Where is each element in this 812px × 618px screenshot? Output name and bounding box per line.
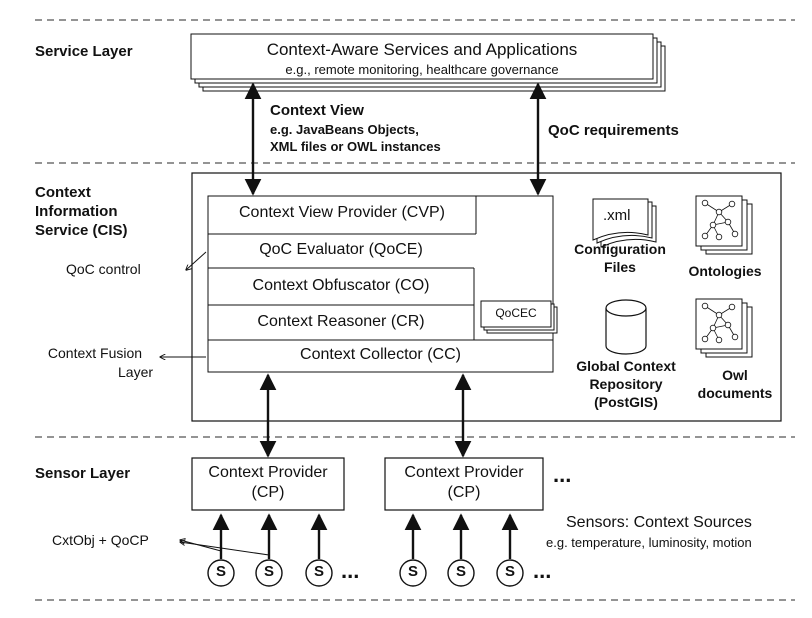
owl-documents-label-line2: documents — [697, 385, 773, 401]
context-fusion-label-line2: Layer — [118, 364, 154, 380]
owl-documents-label-line1: Owl — [722, 367, 748, 383]
service-layer-label: Service Layer — [35, 43, 133, 60]
configuration-files-icon — [592, 198, 657, 248]
configuration-files-label-line2: Files — [604, 259, 636, 275]
sensor-icon — [447, 559, 475, 587]
configuration-files-label-line1: Configuration — [574, 241, 666, 257]
services-subtitle: e.g., remote monitoring, healthcare gove… — [285, 62, 559, 77]
cr-label: Context Reasoner (CR) — [257, 313, 425, 330]
qocec-stack — [480, 300, 558, 334]
cc-label: Context Collector (CC) — [300, 346, 461, 363]
repository-label-line1: Global Context — [576, 358, 676, 374]
owl-documents-icon — [695, 298, 753, 358]
qoc-control-label: QoC control — [66, 261, 141, 277]
cis-layer-label-line3: Service (CIS) — [35, 222, 128, 239]
context-provider-2-line1: Context Provider — [404, 464, 524, 481]
sensor-glyph: S — [215, 563, 226, 580]
context-view-line2: e.g. JavaBeans Objects, — [270, 122, 419, 137]
sensors-ellipsis-2: ... — [533, 558, 552, 583]
sensor-glyph: S — [455, 563, 466, 580]
cis-component-stack — [207, 195, 554, 373]
sensor-glyph: S — [313, 563, 324, 580]
database-icon — [605, 299, 647, 355]
cis-layer-label-line1: Context — [35, 184, 91, 201]
repository-label-line2: Repository — [589, 376, 663, 392]
arrow-cxtobj-2 — [180, 542, 270, 556]
context-provider-2-line2: (CP) — [447, 484, 481, 501]
sensors-subtitle: e.g. temperature, luminosity, motion — [546, 535, 752, 550]
services-stack — [190, 33, 666, 92]
context-provider-1-line2: (CP) — [251, 484, 285, 501]
sensor-icon — [207, 559, 235, 587]
context-provider-box-1 — [191, 457, 345, 511]
cis-layer-label-line2: Information — [35, 203, 118, 220]
qocec-label: QoCEC — [495, 306, 537, 320]
sensors-title: Sensors: Context Sources — [566, 514, 752, 531]
context-fusion-label-line1: Context Fusion — [47, 345, 143, 361]
sensor-glyph: S — [407, 563, 418, 580]
context-provider-1-line1: Context Provider — [208, 464, 328, 481]
arrow-cxtobj-1 — [180, 540, 222, 552]
services-title: Context-Aware Services and Applications — [266, 40, 578, 59]
sensor-icon — [496, 559, 524, 587]
ontologies-label: Ontologies — [688, 263, 762, 279]
cvp-label: Context View Provider (CVP) — [239, 204, 445, 221]
sensor-icon — [255, 559, 283, 587]
sensor-glyph: S — [504, 563, 515, 580]
sensor-circles — [207, 559, 524, 587]
sensors-ellipsis-1: ... — [341, 558, 360, 583]
ontologies-icon — [695, 195, 753, 255]
cxtobj-qocp-label: CxtObj + QoCP — [52, 532, 149, 548]
sensor-icon — [399, 559, 427, 587]
providers-ellipsis: ... — [553, 462, 572, 487]
arrow-qoc-control — [186, 251, 207, 270]
qoce-label: QoC Evaluator (QoCE) — [259, 241, 423, 258]
xml-doc-label: .xml — [603, 207, 631, 224]
context-view-title: Context View — [270, 102, 364, 119]
qoc-requirements-label: QoC requirements — [548, 122, 679, 139]
context-view-line3: XML files or OWL instances — [270, 139, 441, 154]
sensor-layer-label: Sensor Layer — [35, 465, 131, 482]
sensor-arrows — [212, 513, 519, 559]
repository-label-line3: (PostGIS) — [594, 394, 658, 410]
sensor-glyph: S — [263, 563, 274, 580]
sensor-icon — [305, 559, 333, 587]
context-provider-box-2 — [384, 457, 544, 511]
co-label: Context Obfuscator (CO) — [252, 277, 430, 294]
